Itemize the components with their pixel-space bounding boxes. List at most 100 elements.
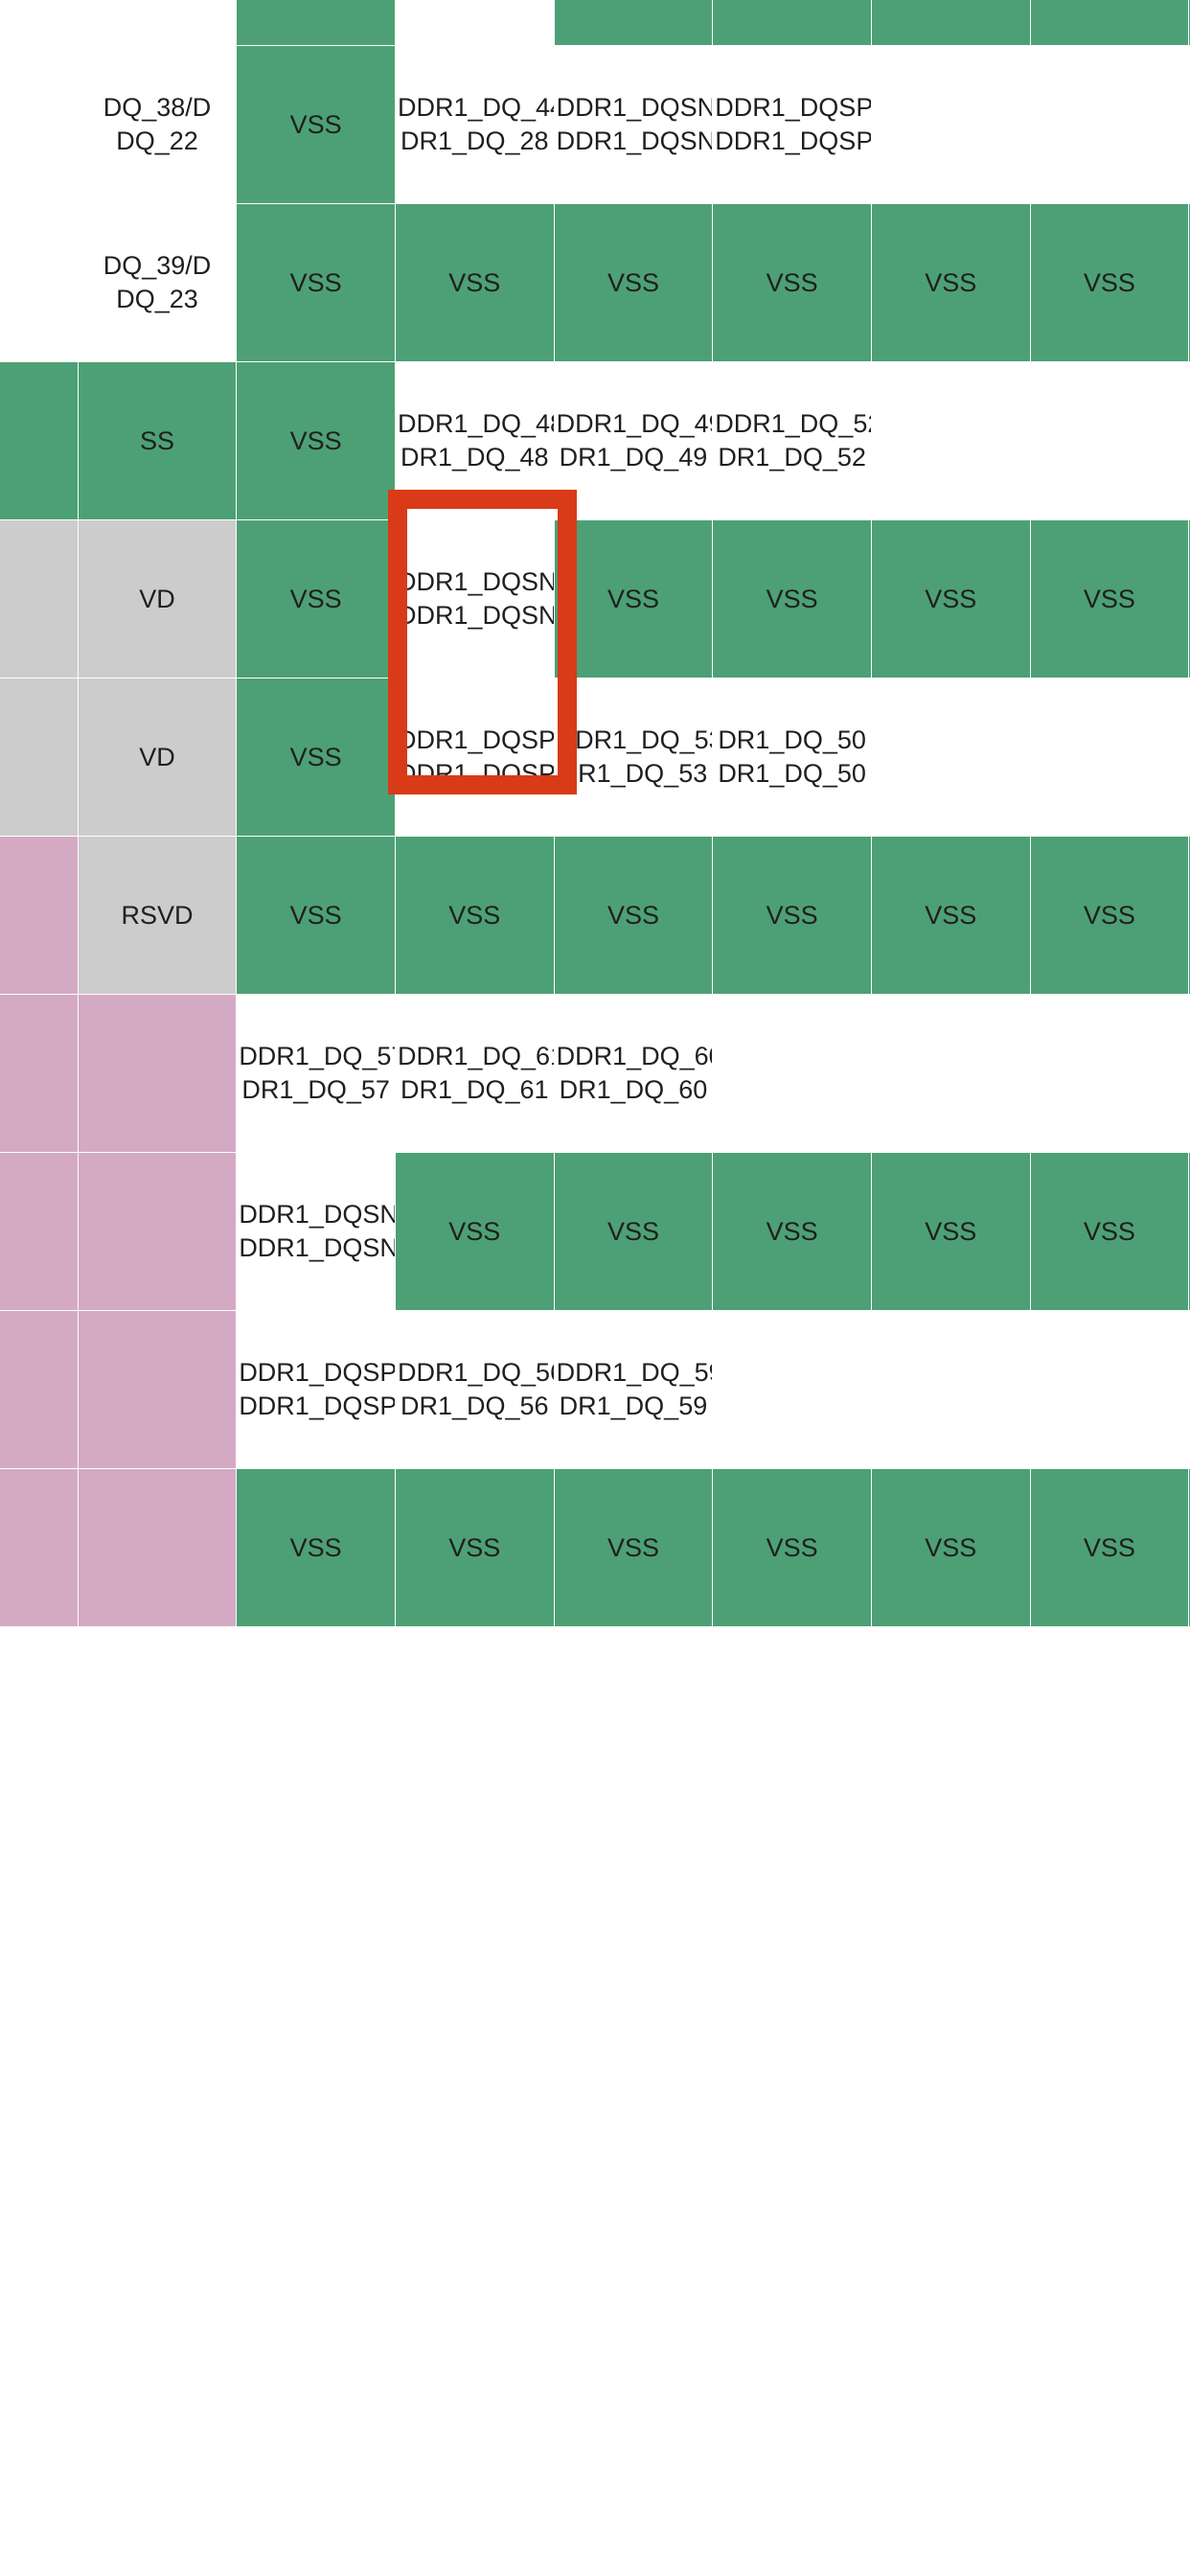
ball-label-line-2: DDR1_DQSN_7 [239,1233,394,1262]
ball-cell[interactable] [0,1310,79,1469]
ball-cell[interactable]: DDR1_DQ_48/DDR1_DQ_48 [394,361,555,520]
ball-cell[interactable]: DDR1_DQSN_5/DDR1_DQSN_3 [553,45,714,204]
ball-label-line-1: DDR1_DQ_59 [556,1358,713,1388]
ball-cell[interactable]: VSS [236,836,396,995]
ball-cell[interactable] [0,45,79,204]
ball-cell[interactable]: VSS [236,361,396,520]
ball-cell[interactable]: DDR1_DQSN_7/DDR1_DQSN_7 [236,1152,396,1311]
ball-cell[interactable] [0,836,79,995]
ball-cell[interactable] [0,519,79,678]
ball-cell[interactable]: VSS [553,836,714,995]
table-row: DDR1_DQSN_7/DDR1_DQSN_7VSSVSSVSSVSSVSSVS… [0,1152,1190,1311]
ball-cell[interactable] [77,1152,238,1311]
ball-cell[interactable]: VSS [394,1152,555,1311]
ball-cell[interactable]: VSS [712,1152,872,1311]
ball-cell[interactable] [77,994,238,1153]
ball-cell[interactable] [870,45,1031,204]
ball-cell[interactable] [77,1468,238,1627]
ball-label-line-1: VSS [766,1532,818,1562]
ball-cell[interactable]: VSS [553,203,714,362]
ball-cell[interactable] [1029,994,1190,1153]
ball-cell[interactable]: VSS [1029,519,1190,678]
ball-cell[interactable] [0,203,79,362]
ball-label-line-1: VSS [606,1532,659,1562]
ballout-grid[interactable]: DQ_19VSSDR1_DQ_24DQ_38/DDQ_22VSSDDR1_DQ_… [0,0,1190,1627]
ball-cell[interactable] [553,0,714,46]
ball-cell[interactable] [1029,678,1190,837]
ball-cell[interactable]: DDR1_DQ_61/DDR1_DQ_61 [394,994,555,1153]
ball-cell[interactable]: VSS [236,203,396,362]
ball-cell[interactable] [712,0,872,46]
ball-cell[interactable] [712,994,872,1153]
ball-cell[interactable]: VSS [1029,203,1190,362]
ball-cell[interactable]: VSS [712,836,872,995]
ball-label-line-2: DR1_DQ_60 [559,1075,708,1104]
ball-cell[interactable]: VSS [712,519,872,678]
ball-cell[interactable]: VD [77,519,238,678]
ball-cell[interactable] [870,994,1031,1153]
ball-cell[interactable]: VSS [236,0,396,46]
ball-cell[interactable]: VSS [236,1468,396,1627]
ball-cell[interactable]: VSS [394,836,555,995]
ball-cell[interactable]: VSS [870,836,1031,995]
ball-cell[interactable]: VD [77,678,238,837]
ball-cell[interactable] [870,678,1031,837]
ball-cell[interactable]: DDR1_DQ_56/DDR1_DQ_56 [394,1310,555,1469]
ball-cell[interactable] [870,361,1031,520]
ball-cell[interactable]: DDR1_DQSP_DDR1_DQSP_ [712,45,872,204]
ball-cell[interactable]: VSS [870,519,1031,678]
ball-cell[interactable]: VSS [870,1152,1031,1311]
ball-cell[interactable]: DDR1_DQ_44/DDR1_DQ_28 [394,45,555,204]
ball-cell[interactable]: DDR1_DQ_53/DDR1_DQ_53 [553,678,714,837]
ball-cell[interactable]: VSS [236,45,396,204]
ball-cell[interactable]: VSS [236,678,396,837]
ball-cell[interactable] [870,1310,1031,1469]
ball-cell[interactable]: RSVD [77,836,238,995]
ball-label-line-1: VSS [606,267,659,297]
ball-cell[interactable]: VSS [553,519,714,678]
ball-cell[interactable]: DDR1_DQSP_7/DDR1_DQSP_7 [236,1310,396,1469]
ball-cell[interactable] [1029,1310,1190,1469]
ball-cell[interactable]: VSS [553,1468,714,1627]
ball-cell[interactable]: VSS [1029,836,1190,995]
ball-cell[interactable]: VSS [870,203,1031,362]
ball-cell[interactable]: VSS [870,1468,1031,1627]
ball-label-line-1: VSS [766,900,818,930]
ball-cell[interactable]: DDR1_DQ_49/DDR1_DQ_49 [553,361,714,520]
ball-label-line-1: DDR1_DQ_61/D [397,1042,553,1071]
ball-cell[interactable] [0,0,79,46]
ball-cell[interactable] [0,1152,79,1311]
ball-cell[interactable]: VSS [553,1152,714,1311]
ball-cell[interactable] [0,678,79,837]
ball-cell[interactable]: VSS [1029,1468,1190,1627]
ball-cell[interactable] [77,1310,238,1469]
ball-cell[interactable]: VSS [394,203,555,362]
ball-cell[interactable]: DQ_19 [77,0,238,46]
ball-cell[interactable] [0,1468,79,1627]
ball-cell[interactable] [1029,361,1190,520]
ball-cell[interactable] [0,994,79,1153]
ball-label-line-1: VSS [289,584,342,613]
ball-cell[interactable]: VSS [394,1468,555,1627]
ball-cell[interactable] [0,361,79,520]
ball-cell[interactable]: VSS [1029,1152,1190,1311]
ball-cell[interactable] [1029,45,1190,204]
ball-cell[interactable]: SS [77,361,238,520]
ball-cell[interactable]: VSS [712,1468,872,1627]
ball-cell[interactable]: DDR1_DQ_57/DDR1_DQ_57 [236,994,396,1153]
ball-cell[interactable]: VSS [712,203,872,362]
ball-cell[interactable]: DR1_DQ_24 [394,0,555,46]
ball-cell[interactable] [870,0,1031,46]
ball-cell[interactable]: VSS [1188,1468,1190,1627]
ball-cell[interactable] [712,1310,872,1469]
ball-cell[interactable]: VSS [236,519,396,678]
ball-cell[interactable] [1029,0,1190,46]
